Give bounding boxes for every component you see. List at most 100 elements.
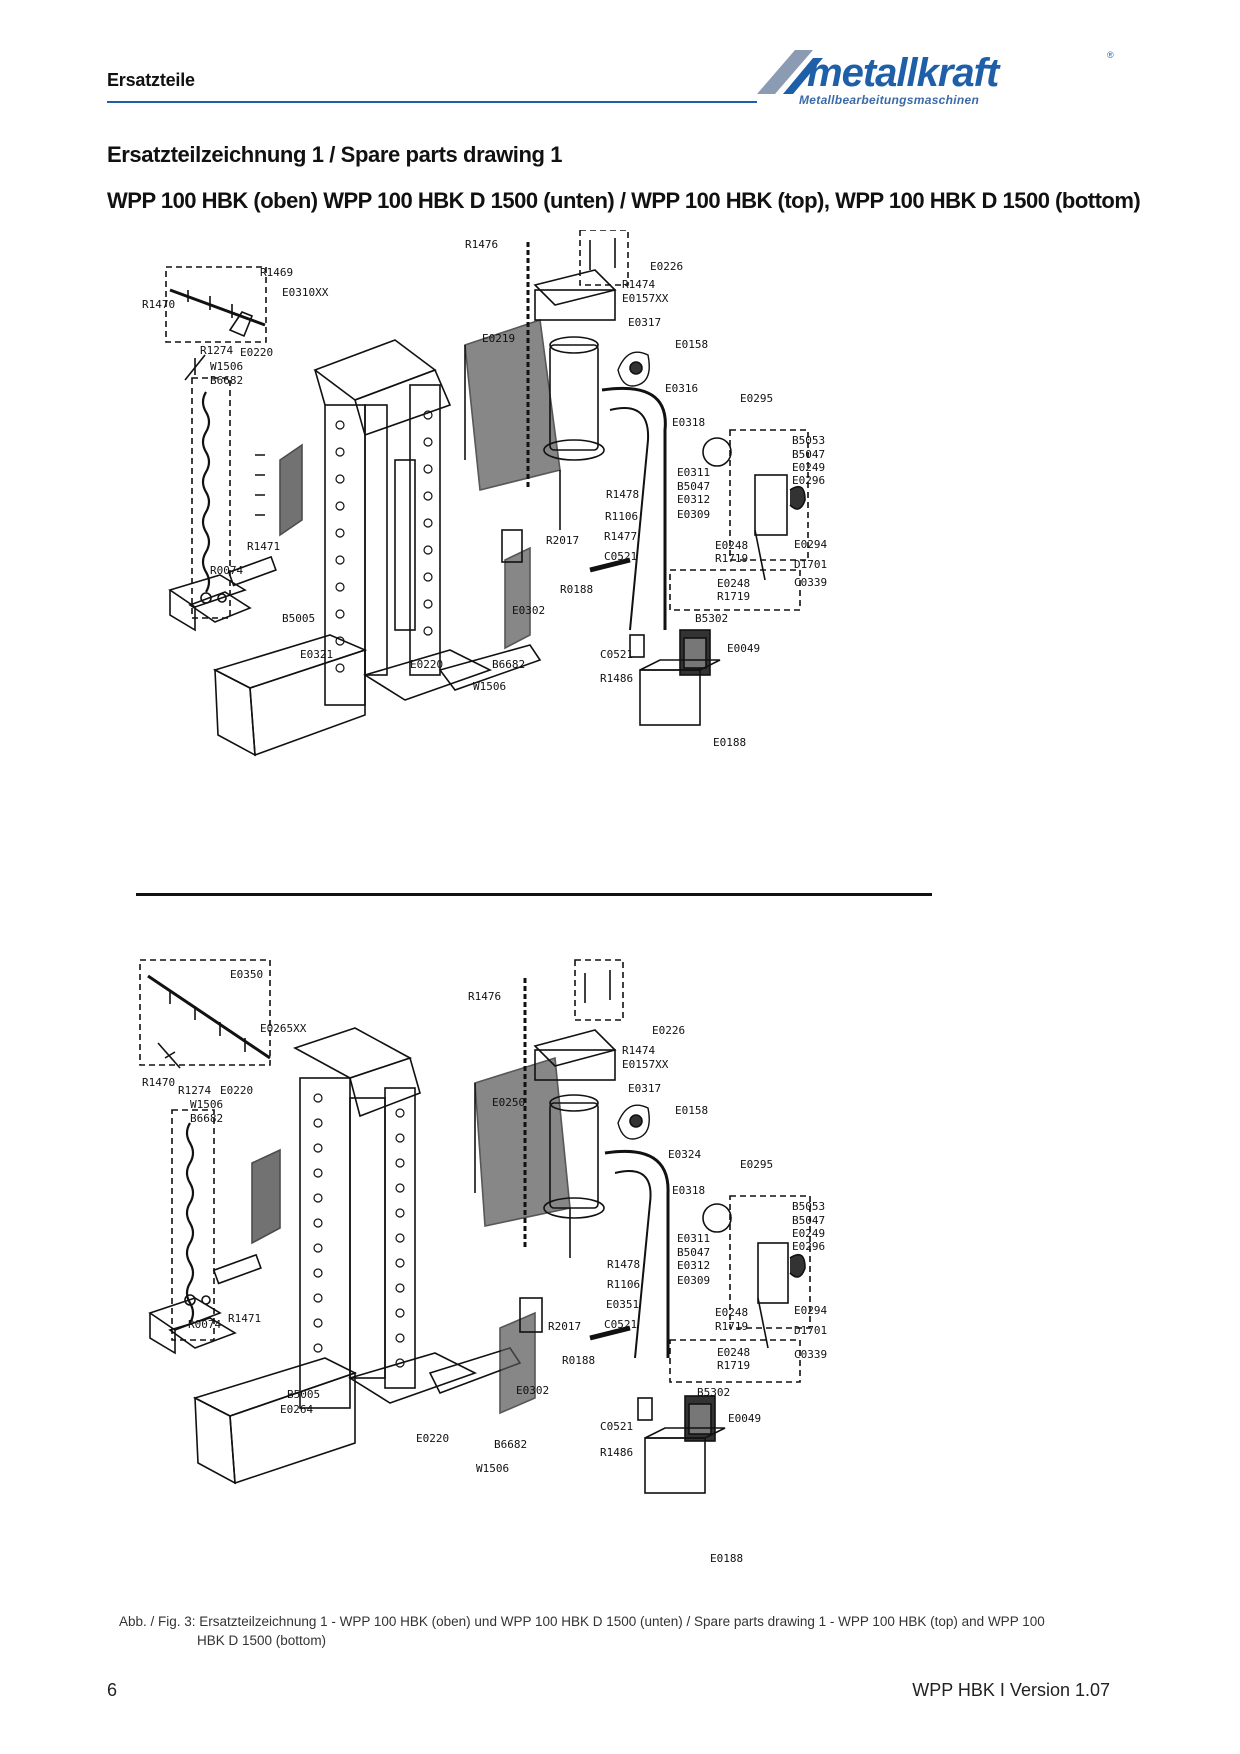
part-label: E0317	[628, 1082, 661, 1095]
part-label: E0321	[300, 648, 333, 661]
part-label: E0318	[672, 416, 705, 429]
part-label: B5302	[695, 612, 728, 625]
header-rule	[107, 101, 757, 103]
callout-labels-top: R1476 E0226 R1469 R1474 E0157XX E0310XX …	[142, 238, 827, 749]
part-label: R1719	[717, 1359, 750, 1372]
part-label: R1476	[468, 990, 501, 1003]
part-label: E0312	[677, 1259, 710, 1272]
part-label: E0049	[727, 642, 760, 655]
part-label: E0294	[794, 1304, 827, 1317]
part-label: E0248	[717, 1346, 750, 1359]
part-label: C0521	[600, 648, 633, 661]
part-label: E0188	[710, 1552, 743, 1565]
part-label: B5047	[792, 448, 825, 461]
part-label: C0521	[604, 1318, 637, 1331]
part-label: R1474	[622, 1044, 655, 1057]
part-label: E0309	[677, 508, 710, 521]
part-label: B6682	[190, 1112, 223, 1125]
part-label: B5053	[792, 434, 825, 447]
spare-parts-drawing-top: R1476 E0226 R1469 R1474 E0157XX E0310XX …	[142, 230, 827, 757]
part-label: R1274	[178, 1084, 211, 1097]
part-label: R1470	[142, 1076, 175, 1089]
part-label: E0158	[675, 338, 708, 351]
part-label: E0351	[606, 1298, 639, 1311]
figure-caption: Abb. / Fig. 3: Ersatzteilzeichnung 1 - W…	[119, 1612, 1119, 1650]
part-label: E0248	[715, 539, 748, 552]
caption-line-1: Abb. / Fig. 3: Ersatzteilzeichnung 1 - W…	[119, 1614, 1045, 1629]
part-label: E0220	[416, 1432, 449, 1445]
part-label: R1478	[606, 488, 639, 501]
part-label: D1701	[794, 558, 827, 571]
part-label: E0265XX	[260, 1022, 307, 1035]
part-label: E0311	[677, 466, 710, 479]
caption-line-2: HBK D 1500 (bottom)	[197, 1633, 327, 1648]
part-label: E0158	[675, 1104, 708, 1117]
part-label: W1506	[476, 1462, 509, 1475]
document-version: WPP HBK I Version 1.07	[912, 1680, 1110, 1700]
part-label: E0157XX	[622, 1058, 669, 1071]
part-label: R0074	[188, 1318, 221, 1331]
brand-name: metallkraft	[807, 51, 1001, 95]
part-label: B5047	[677, 480, 710, 493]
part-label: B5053	[792, 1200, 825, 1213]
part-label: E0219	[482, 332, 515, 345]
part-label: E0157XX	[622, 292, 669, 305]
part-label: E0249	[792, 1227, 825, 1240]
part-label: E0294	[794, 538, 827, 551]
brand-tagline: Metallbearbeitungsmaschinen	[799, 93, 980, 107]
part-label: R0188	[562, 1354, 595, 1367]
part-label: E0317	[628, 316, 661, 329]
part-label: W1506	[210, 360, 243, 373]
part-label: W1506	[190, 1098, 223, 1111]
part-label: D1701	[794, 1324, 827, 1337]
section-title: Ersatzteile	[107, 70, 195, 90]
part-label: E0248	[717, 577, 750, 590]
brand-logo: metallkraft ®	[757, 50, 1114, 95]
part-label: E0220	[240, 346, 273, 359]
part-label: R1719	[715, 1320, 748, 1333]
drawing-separator	[136, 893, 932, 896]
part-label: E0250	[492, 1096, 525, 1109]
spare-parts-drawing-bottom: E0350 R1476 E0226 E0265XX R1474 E0157XX …	[139, 959, 827, 1565]
part-label: W1506	[473, 680, 506, 693]
part-label: B5005	[287, 1388, 320, 1401]
part-label: R2017	[548, 1320, 581, 1333]
callout-labels-bottom: E0350 R1476 E0226 E0265XX R1474 E0157XX …	[142, 968, 827, 1565]
part-label: E0309	[677, 1274, 710, 1287]
part-label: B5302	[697, 1386, 730, 1399]
part-label: E0312	[677, 493, 710, 506]
part-label: B6682	[494, 1438, 527, 1451]
part-label: R1719	[715, 552, 748, 565]
part-label: R2017	[546, 534, 579, 547]
part-label: E0350	[230, 968, 263, 981]
part-label: R1719	[717, 590, 750, 603]
page-number: 6	[107, 1680, 118, 1700]
part-label: E0310XX	[282, 286, 329, 299]
part-label: R1106	[605, 510, 638, 523]
part-label: R1274	[200, 344, 233, 357]
part-label: R1476	[465, 238, 498, 251]
part-label: E0295	[740, 1158, 773, 1171]
part-label: R0074	[210, 564, 243, 577]
part-label: C0339	[794, 1348, 827, 1361]
part-label: R1486	[600, 672, 633, 685]
logo-mark-icon	[757, 50, 813, 94]
drawing-subtitle: WPP 100 HBK (oben) WPP 100 HBK D 1500 (u…	[107, 188, 1141, 213]
part-label: R1470	[142, 298, 175, 311]
part-label: E0324	[668, 1148, 701, 1161]
part-label: E0311	[677, 1232, 710, 1245]
part-label: C0339	[794, 576, 827, 589]
part-label: R0188	[560, 583, 593, 596]
part-label: E0249	[792, 461, 825, 474]
part-label: R1471	[247, 540, 280, 553]
part-label: E0264	[280, 1403, 313, 1416]
part-label: E0296	[792, 1240, 825, 1253]
part-label: E0318	[672, 1184, 705, 1197]
part-label: E0296	[792, 474, 825, 487]
part-label: E0220	[220, 1084, 253, 1097]
part-label: R1486	[600, 1446, 633, 1459]
part-label: R1469	[260, 266, 293, 279]
part-label: E0295	[740, 392, 773, 405]
part-label: E0049	[728, 1412, 761, 1425]
part-label: B6682	[492, 658, 525, 671]
